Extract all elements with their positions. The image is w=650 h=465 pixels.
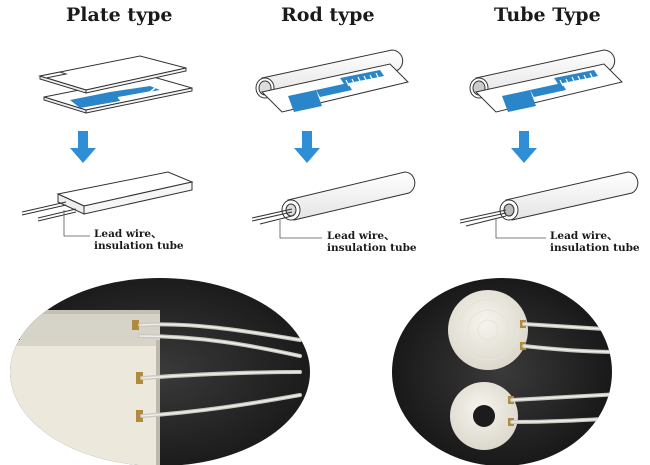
down-arrow-icon [511,131,537,163]
rod-type-title: Rod type [281,4,375,26]
tube-label-line2: insulation tube [550,242,640,254]
plate-label-line2: insulation tube [94,240,184,252]
tube-lead-wire-label: Lead wire、 insulation tube [550,230,640,254]
rod-label-line2: insulation tube [327,242,417,254]
disk-heater-photo [392,278,612,465]
rod-assembled-diagram [251,171,416,239]
tube-assembled-diagram [459,171,639,239]
plate-lead-wire-label: Lead wire、 insulation tube [94,228,184,252]
plate-label-line1: Lead wire、 [94,228,162,240]
rod-exploded-diagram [255,49,409,113]
rod-lead-wire-label: Lead wire、 insulation tube [327,230,417,254]
plate-exploded-diagram [38,55,193,114]
down-arrow-icon [294,131,320,163]
down-arrow-icon [70,131,96,163]
plate-heater-photo [10,278,310,465]
plate-assembled-diagram [21,171,194,237]
rod-label-line1: Lead wire、 [327,230,395,242]
tube-label-line1: Lead wire、 [550,230,618,242]
plate-type-title: Plate type [66,4,173,26]
tube-type-title: Tube Type [494,4,601,26]
tube-exploded-diagram [469,49,623,113]
